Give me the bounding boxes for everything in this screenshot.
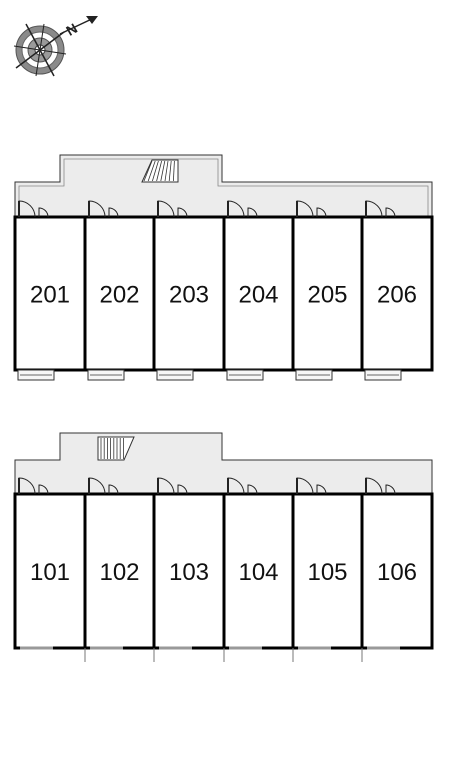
unit-number-label: 103 <box>169 559 209 586</box>
balcony <box>226 369 264 381</box>
unit-103: 103 <box>152 477 226 650</box>
unit-101: 101 <box>13 477 87 650</box>
unit-number-label: 102 <box>99 559 139 586</box>
unit-number-label: 101 <box>30 559 70 586</box>
unit-number-label: 202 <box>99 282 139 309</box>
unit-number-label: 105 <box>307 559 347 586</box>
staircase-icon <box>141 159 179 183</box>
unit-number-label: 201 <box>30 282 70 309</box>
floor-1-plan: 101 102 103 104 105 106 <box>13 432 434 662</box>
compass-north-label: N <box>63 20 80 39</box>
balcony <box>295 369 333 381</box>
balcony <box>87 369 125 381</box>
door-icon <box>296 200 327 218</box>
door-icon <box>88 477 119 495</box>
floor-1-corridor <box>14 432 433 495</box>
floor-2-plan: 201 202 203 204 205 206 <box>13 154 434 381</box>
unit-number-label: 104 <box>238 559 278 586</box>
door-icon <box>296 477 327 495</box>
door-icon <box>157 200 188 218</box>
unit-203: 203 <box>152 200 226 381</box>
door-icon <box>18 477 49 495</box>
balcony <box>17 369 55 381</box>
unit-102: 102 <box>83 477 156 650</box>
unit-105: 105 <box>291 477 364 650</box>
door-icon <box>227 477 258 495</box>
staircase-icon <box>97 436 135 461</box>
unit-number-label: 203 <box>169 282 209 309</box>
balcony <box>364 369 402 381</box>
door-icon <box>365 477 396 495</box>
unit-206: 206 <box>360 200 434 381</box>
unit-205: 205 <box>291 200 364 381</box>
unit-204: 204 <box>222 200 295 381</box>
unit-106: 106 <box>360 477 434 650</box>
unit-number-label: 206 <box>377 282 417 309</box>
door-icon <box>227 200 258 218</box>
unit-104: 104 <box>222 477 295 650</box>
compass-rose-icon <box>13 16 98 77</box>
door-icon <box>157 477 188 495</box>
door-icon <box>88 200 119 218</box>
unit-number-label: 106 <box>377 559 417 586</box>
unit-number-label: 205 <box>307 282 347 309</box>
unit-201: 201 <box>13 200 87 381</box>
unit-202: 202 <box>83 200 156 381</box>
balcony <box>156 369 194 381</box>
door-icon <box>18 200 49 218</box>
door-icon <box>365 200 396 218</box>
unit-number-label: 204 <box>238 282 278 309</box>
